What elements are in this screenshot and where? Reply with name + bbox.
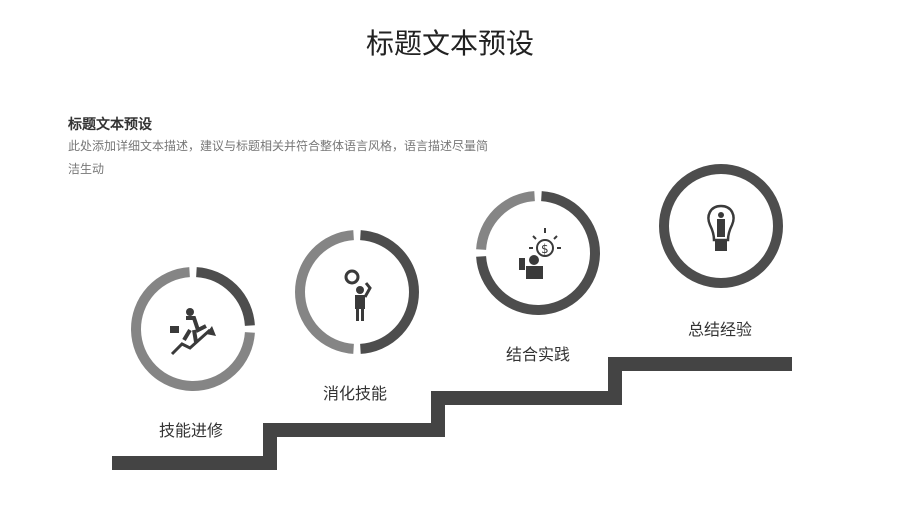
step-label-3: 结合实践 [505,345,570,364]
step-label-1: 技能进修 [158,421,223,440]
page-title: 标题文本预设 [365,27,534,60]
progress-ring-1-remaining [131,267,255,391]
idea-dollar-icon: $ [519,228,561,279]
section-subtitle: 标题文本预设 [68,117,152,133]
progress-ring-4 [659,164,783,288]
running-businessman-icon [170,308,216,356]
progress-ring-3-filled [476,191,600,315]
staircase [112,357,792,470]
progress-ring-1-filled [195,267,255,327]
svg-text:$: $ [541,242,549,256]
progress-ring-2-remaining [295,230,354,354]
lightbulb-person-icon [707,204,735,251]
step-label-2: 消化技能 [322,384,387,403]
progress-ring-2-filled [360,230,419,354]
section-description: 此处添加详细文本描述，建议与标题相关并符合整体语言风格，语言描述尽量简洁生动 [68,139,489,176]
progress-ring-3-remaining [476,191,536,251]
step-label-4: 总结经验 [687,320,752,339]
magnifier-businessman-icon [344,269,372,321]
